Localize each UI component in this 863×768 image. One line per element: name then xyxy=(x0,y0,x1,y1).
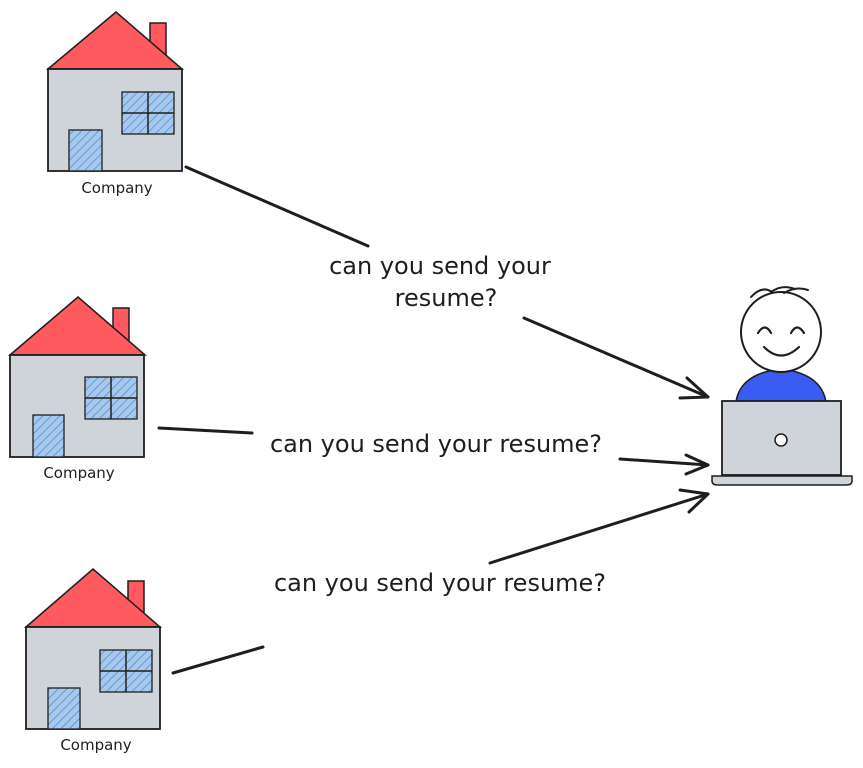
arrow-icon xyxy=(157,426,710,476)
person-with-laptop xyxy=(711,286,853,486)
company-label-3: Company xyxy=(60,736,131,754)
company-house-2: Company xyxy=(7,296,148,482)
house-icon xyxy=(23,568,163,730)
laptop-icon xyxy=(711,400,853,486)
person-icon xyxy=(735,286,827,403)
arrow-3 xyxy=(171,488,710,675)
house-icon xyxy=(7,296,148,458)
message-2: can you send your resume? xyxy=(270,430,602,458)
company-house-1: Company xyxy=(45,11,185,197)
company-label-2: Company xyxy=(43,464,114,482)
company-label-1: Company xyxy=(81,179,152,197)
message-1-line-1: can you send your xyxy=(329,252,551,280)
company-house-3: Company xyxy=(23,568,163,754)
arrow-icon xyxy=(171,488,710,675)
house-icon xyxy=(45,11,185,172)
message-1-line-2: resume? xyxy=(395,284,498,312)
arrow-icon xyxy=(184,165,710,400)
arrow-2 xyxy=(157,426,710,476)
message-3: can you send your resume? xyxy=(274,569,606,597)
message-1: can you send your resume? xyxy=(329,252,551,312)
arrow-1 xyxy=(184,165,710,400)
